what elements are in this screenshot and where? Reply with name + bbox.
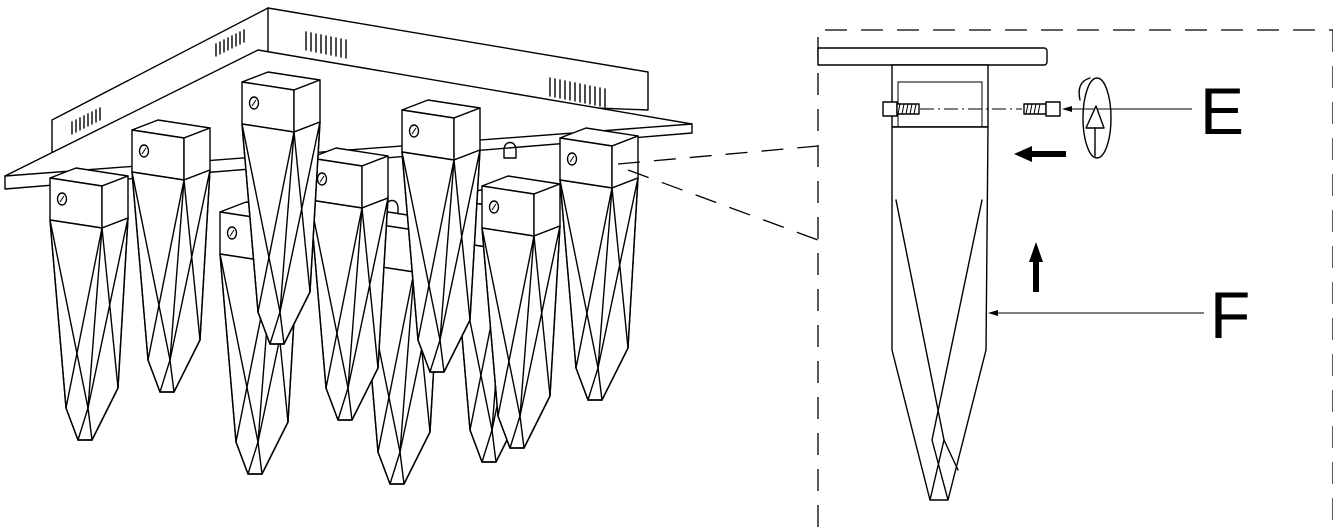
plate-section — [817, 47, 1048, 66]
set-screw-installed — [882, 101, 920, 117]
detail-view: E F — [817, 29, 1333, 527]
fixture-assembly — [4, 7, 693, 485]
arrow-left-icon — [1014, 146, 1066, 162]
rotate-clockwise-icon — [1078, 77, 1112, 159]
arrow-up-icon — [1029, 242, 1043, 292]
leader-f-arrowhead — [988, 310, 998, 316]
callout-f: F — [1210, 278, 1250, 352]
crystal-block — [891, 64, 989, 128]
callout-e: E — [1200, 74, 1244, 148]
zoom-leaders — [617, 145, 819, 241]
crystal-prism — [891, 126, 989, 501]
leader-e-arrowhead — [1062, 106, 1072, 112]
vent-slots — [71, 29, 606, 135]
set-screw — [1023, 101, 1061, 117]
